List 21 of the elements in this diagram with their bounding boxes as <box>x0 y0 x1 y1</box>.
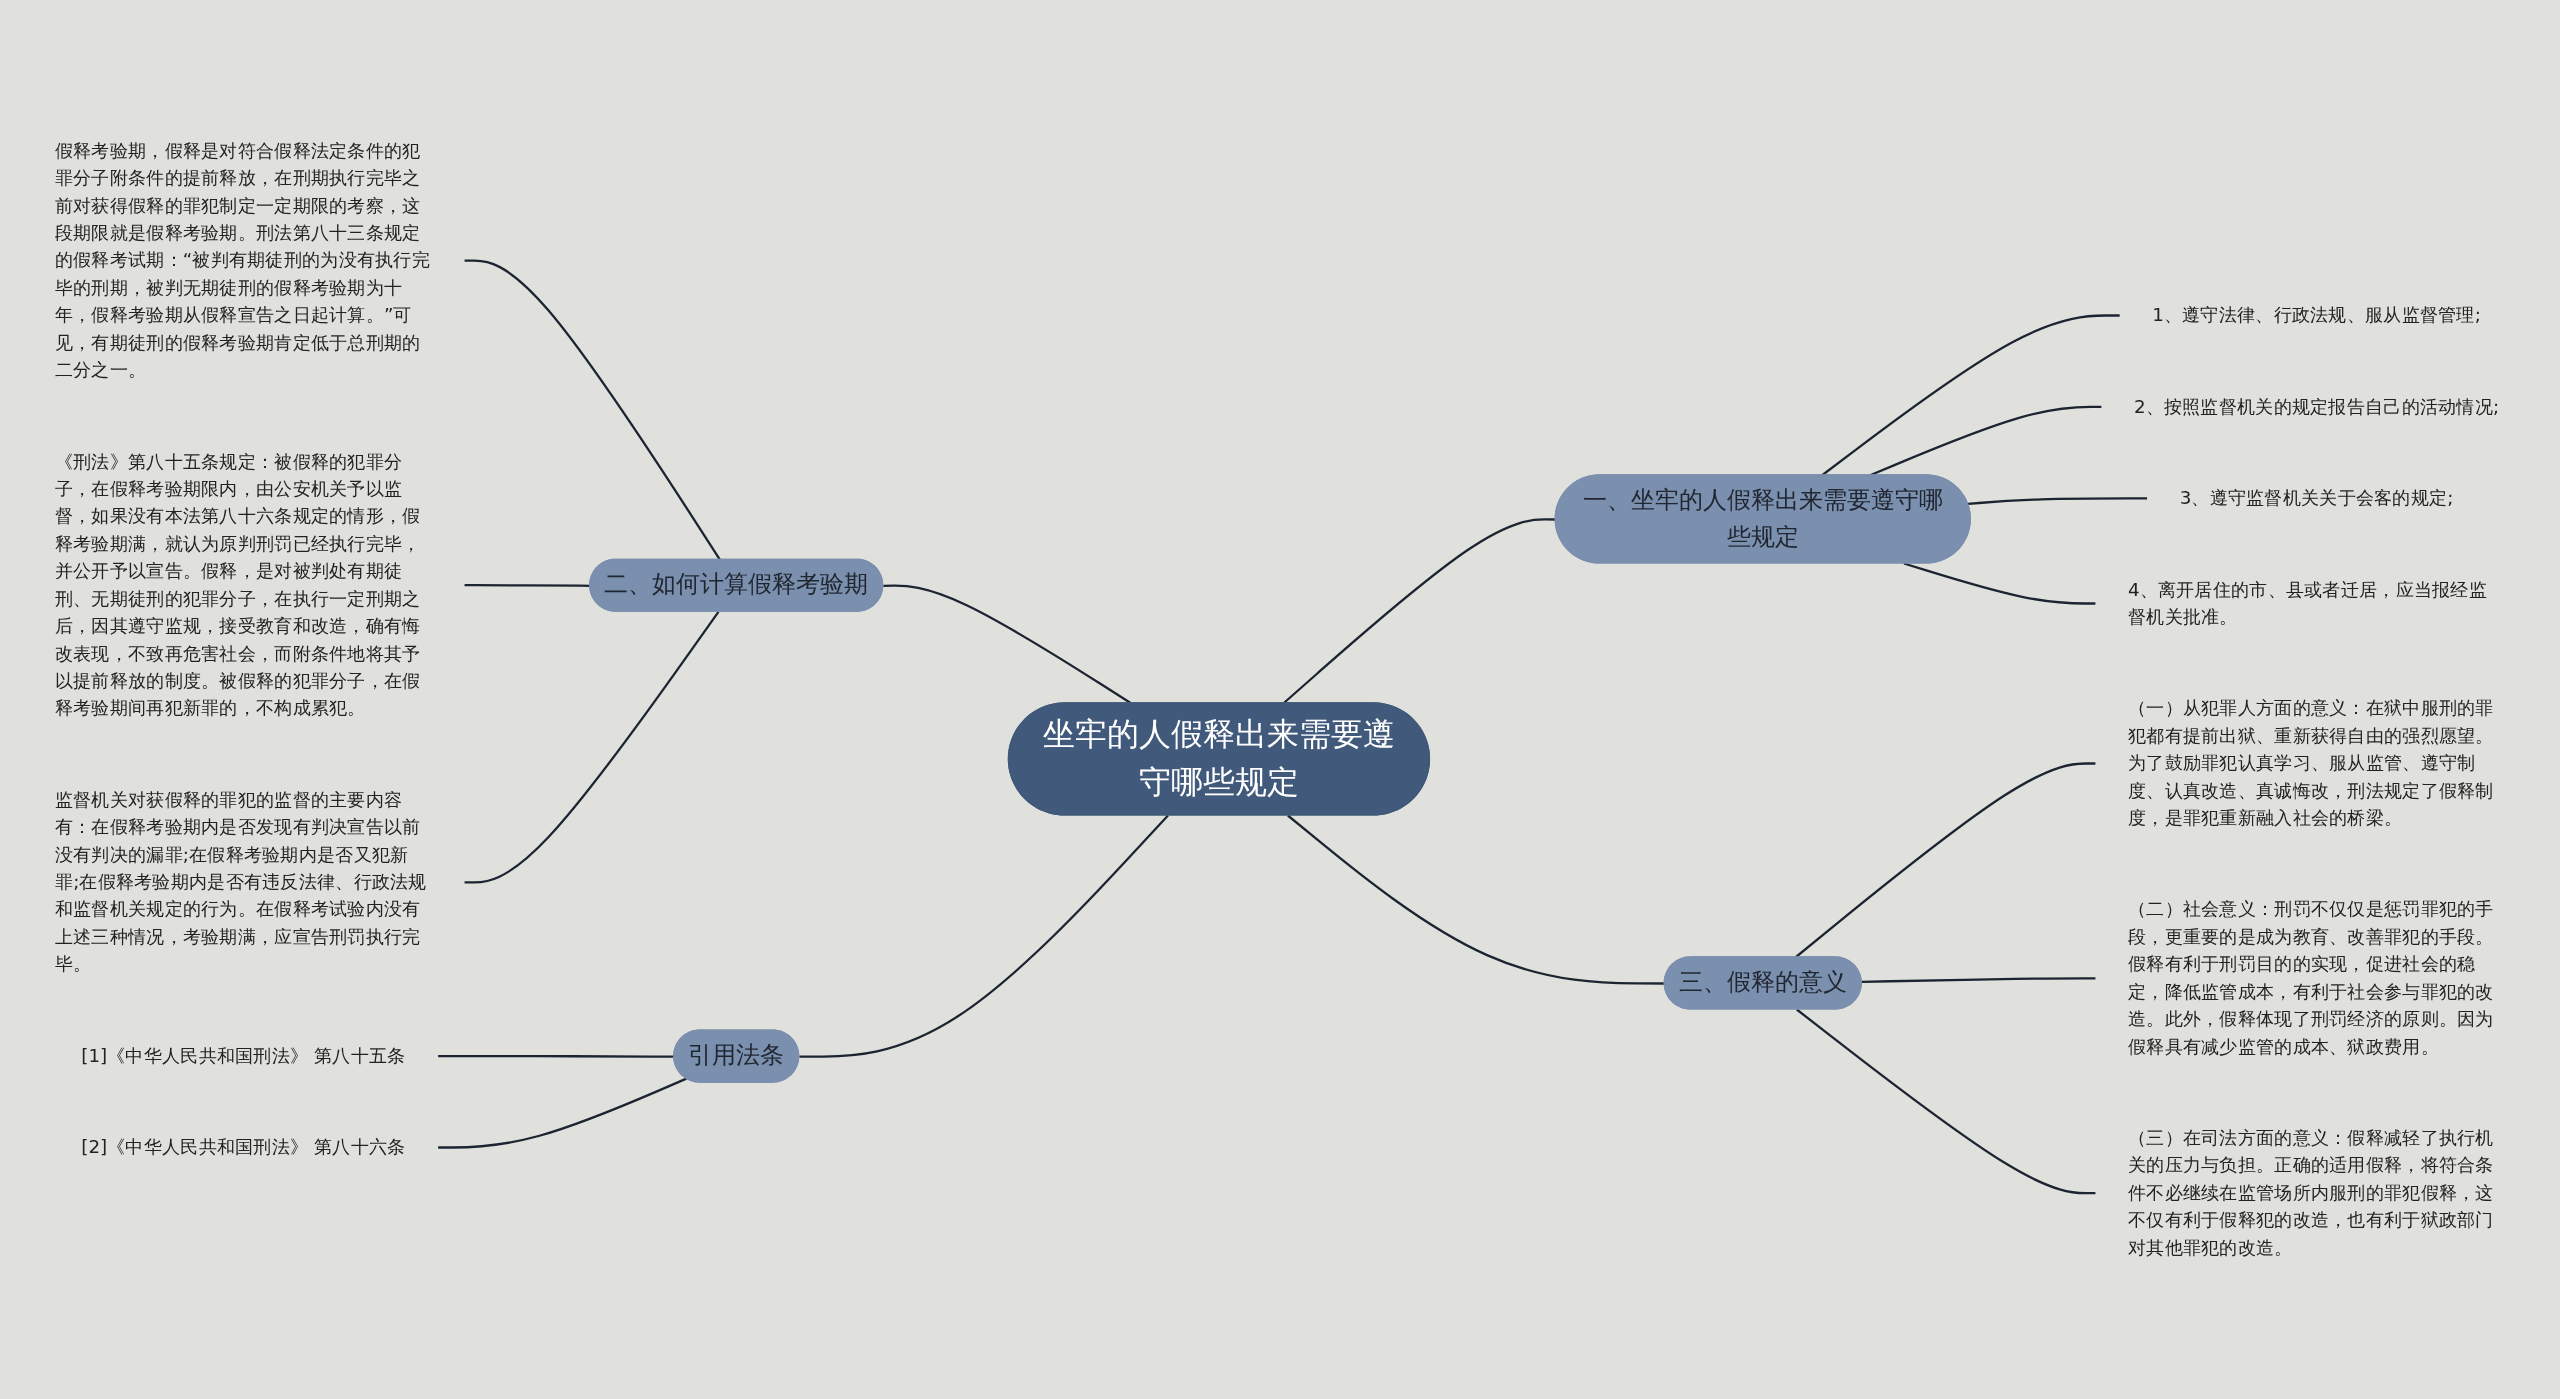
node-text: 1、遵守法律、行政法规、服从监督管理; <box>2152 304 2481 326</box>
connector <box>1903 562 2096 605</box>
node-text: 监督机关对获假释的罪犯的监督的主要内容有：在假释考验期内是否发现有判决宣告以前没有判决的漏罪;在假释考验期内是否又犯新罪;在假释考验期内是否有违反法律、行政法规和监督机关规定的行为。在假释考试验内没有上述三种情况，考验期满，应宣告刑罚执行完毕。 <box>54 788 427 975</box>
node-text: （二）社会意义：刑罚不仅仅是惩罚罪犯的手段，更重要的是成为教育、改善罪犯的手段。假释有利于刑罚目的的实现，促进社会的稳定，降低监管成本，有利于社会参与罪犯的改造。此外，假释体现了刑罚经济的原则。因为假释具有减少监管的成本、狱政费用。 <box>2128 898 2494 1058</box>
node-text: [1]《中华人民共和国刑法》 第八十五条 <box>81 1044 406 1067</box>
connector <box>1967 497 2148 506</box>
connector <box>464 259 721 561</box>
connector <box>1796 1008 2096 1195</box>
node-text: [2]《中华人民共和国刑法》 第八十六条 <box>81 1136 406 1158</box>
node-text: （一）从犯罪人方面的意义：在狱中服刑的罪犯都有提前出狱、重新获得自由的强烈愿望。为了鼓励罪犯认真学习、服从监管、遵守制度、认真改造、真诚悔改，刑法规定了假释制度，是罪犯重新融入社会的桥梁。 <box>2128 697 2494 829</box>
node-text: （三）在司法方面的意义：假释减轻了执行机关的压力与负担。正确的适用假释，将符合条件不必继续在监管场所内服刑的罪犯假释，这不仅有利于假释犯的改造，也有利于狱政部门对其他罪犯的改造。 <box>2128 1126 2494 1259</box>
node-text: 《刑法》第八十五条规定：被假释的犯罪分子，在假释考验期限内，由公安机关予以监督，如果没有本法第八十六条规定的情形，假释考验期满，就认为原判刑罚已经执行完毕，并公开予以宣告。假释，是对被判处有期徒刑、无期徒刑的犯罪分子，在执行一定刑期之后，因其遵守监规，接受教育和改造，确有悔改表现，不致再危害社会，而附条件地将其予以提前释放的制度。被假释的犯罪分子，在假释考验期间再犯新罪的，不构成累犯。 <box>54 450 421 719</box>
node-text: 2、按照监督机关的规定报告自己的活动情况; <box>2133 395 2500 418</box>
connector <box>437 1077 687 1149</box>
connector <box>799 814 1169 1058</box>
node-text: 3、遵守监督机关关于会客的规定; <box>2179 486 2454 509</box>
node-text: 4、离开居住的市、县或者迁居，应当报经监督机关批准。 <box>2128 578 2488 628</box>
node-text: 假释考验期，假释是对符合假释法定条件的犯罪分子附条件的提前释放，在刑期执行完毕之前对获得假释的罪犯制定一定期限的考察，这段期限就是假释考验期。刑法第八十三条规定的假释考试期：“被判有期徒刑的为没有执行完毕的刑期，被判无期徒刑的假释考验期为十年，假释考验期从假释宣告之日起计算。”可见，有期徒刑的假释考验期肯定低于总刑期的二分之一。 <box>54 139 431 381</box>
connector <box>464 611 720 884</box>
connector <box>1861 977 2096 983</box>
connector <box>1287 814 1665 985</box>
